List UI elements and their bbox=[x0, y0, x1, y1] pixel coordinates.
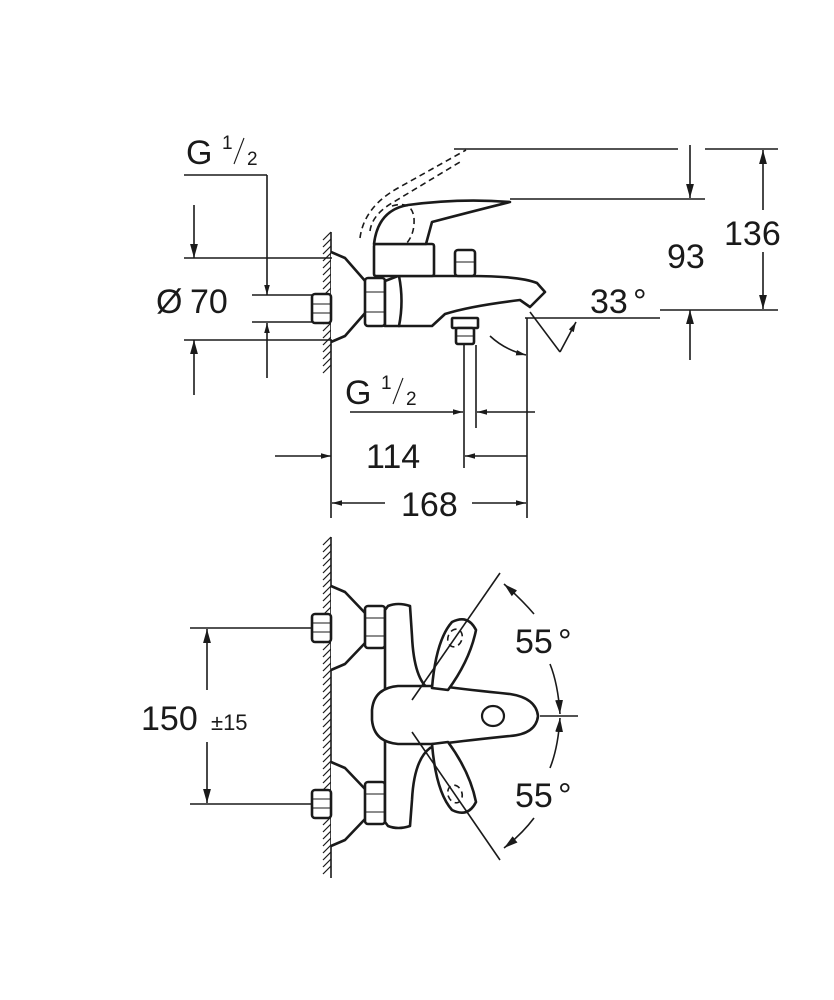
mixer-body-side bbox=[383, 274, 547, 328]
wall-hatch-line bbox=[322, 599, 332, 609]
wall-hatch-line bbox=[322, 683, 332, 693]
height-136-text: 136 bbox=[724, 215, 781, 253]
wall-hatch-line bbox=[322, 753, 332, 763]
diverter-knob-side bbox=[453, 248, 477, 278]
wall-hatch-line bbox=[322, 578, 332, 588]
lever-raised-outline bbox=[359, 149, 467, 245]
wall-hatch-line bbox=[322, 697, 332, 707]
wall-hatch-line bbox=[322, 865, 332, 875]
wall-hatch-line bbox=[322, 781, 332, 791]
wall-hatch-line bbox=[322, 760, 332, 770]
wall-hatch-line bbox=[322, 746, 332, 756]
wall-front bbox=[322, 536, 332, 878]
angle-upper-degree: ° bbox=[558, 623, 572, 661]
wall-hatch-line bbox=[322, 364, 332, 374]
wall-hatch-line bbox=[322, 273, 332, 283]
upper-connection bbox=[310, 584, 387, 672]
wall-hatch-line bbox=[322, 641, 332, 651]
wall-hatch-line bbox=[322, 322, 332, 332]
thread-bottom-den-text: 2 bbox=[406, 389, 417, 410]
thread-dimension-top: G 1 2 bbox=[184, 133, 312, 296]
front-view: 55 ° 55 ° 150 ±15 bbox=[141, 536, 578, 878]
thread-top-main-text: G bbox=[186, 134, 212, 172]
wall-hatch-line bbox=[322, 350, 332, 360]
wall-hatch-line bbox=[322, 767, 332, 777]
wall-hatch-line bbox=[322, 676, 332, 686]
wall-hatch-line bbox=[322, 357, 332, 367]
rotation-angle-dimensions: 55 ° 55 ° bbox=[411, 572, 578, 861]
wall-hatch-line bbox=[322, 844, 332, 854]
wall-flange-side bbox=[330, 250, 368, 344]
shower-outlet-side bbox=[450, 316, 480, 346]
wall-hatch-line bbox=[322, 823, 332, 833]
wall-hatch-line bbox=[322, 329, 332, 339]
lever-base-side bbox=[372, 242, 436, 278]
wall-hatch-line bbox=[322, 557, 332, 567]
height-dimensions: 93 136 bbox=[454, 145, 781, 360]
thread-bottom-num-text: 1 bbox=[381, 373, 392, 394]
wall-hatch-line bbox=[322, 343, 332, 353]
wall-hatch-line bbox=[322, 592, 332, 602]
diameter-dimension: Ø 70 bbox=[156, 205, 332, 395]
spacing-tolerance-text: ±15 bbox=[211, 710, 248, 735]
wall-hatch-line bbox=[322, 851, 332, 861]
width-168-text: 168 bbox=[401, 486, 458, 524]
lever-rotated-positions bbox=[430, 618, 478, 814]
lower-connection bbox=[310, 760, 387, 848]
hex-nut-side bbox=[363, 276, 387, 328]
wall-hatch-line bbox=[322, 662, 332, 672]
wall-hatch-line bbox=[322, 711, 332, 721]
wall-hatch-line bbox=[322, 669, 332, 679]
thread-bottom-main-text: G bbox=[345, 374, 371, 412]
wall-hatch-line bbox=[322, 648, 332, 658]
wall-hatch-line bbox=[322, 830, 332, 840]
wall-hatch-line bbox=[322, 655, 332, 665]
wall-hatch-line bbox=[322, 536, 332, 546]
wall-hatch-line bbox=[322, 739, 332, 749]
angle-upper-text: 55 bbox=[515, 623, 553, 661]
wall-hatch-line bbox=[322, 704, 332, 714]
width-dimensions: 114 168 bbox=[275, 318, 528, 524]
thread-top-den-text: 2 bbox=[247, 149, 258, 170]
lever-front bbox=[370, 684, 540, 746]
wall-hatch-line bbox=[322, 336, 332, 346]
wall-hatch-line bbox=[322, 266, 332, 276]
spout-angle-dimension: 33 ° bbox=[489, 283, 660, 356]
wall-hatch-line bbox=[322, 259, 332, 269]
inlet-spacing-dimension: 150 ±15 bbox=[141, 627, 312, 805]
side-view: G 1 2 Ø 70 93 136 bbox=[156, 133, 781, 524]
wall-hatch-line bbox=[322, 585, 332, 595]
wall-hatch-line bbox=[322, 718, 332, 728]
inlet-connector-side bbox=[310, 292, 333, 325]
diameter-value-text: 70 bbox=[190, 283, 228, 321]
angle-lower-degree: ° bbox=[558, 777, 572, 815]
wall-hatch-line bbox=[322, 571, 332, 581]
wall-hatch-line bbox=[322, 238, 332, 248]
thread-top-num-text: 1 bbox=[222, 133, 233, 154]
wall-hatch-line bbox=[322, 732, 332, 742]
wall-hatch-line bbox=[322, 245, 332, 255]
wall-hatch-line bbox=[322, 543, 332, 553]
wall-hatch-line bbox=[322, 837, 332, 847]
lever-side bbox=[372, 199, 512, 246]
width-114-text: 114 bbox=[366, 438, 420, 476]
wall-hatch-line bbox=[322, 774, 332, 784]
wall-hatch-line bbox=[322, 231, 332, 241]
wall-hatch-line bbox=[322, 725, 332, 735]
wall-hatch-line bbox=[322, 550, 332, 560]
spout-angle-text: 33 bbox=[590, 283, 628, 321]
height-93-text: 93 bbox=[667, 238, 705, 276]
diameter-symbol-text: Ø bbox=[156, 283, 182, 321]
wall-hatch-line bbox=[322, 564, 332, 574]
spacing-value-text: 150 bbox=[141, 700, 198, 738]
spout-angle-degree: ° bbox=[633, 283, 647, 321]
wall-hatch-line bbox=[322, 858, 332, 868]
wall-hatch-line bbox=[322, 690, 332, 700]
wall-hatch-line bbox=[322, 280, 332, 290]
angle-lower-text: 55 bbox=[515, 777, 553, 815]
thread-dimension-bottom: G 1 2 bbox=[345, 345, 535, 468]
wall-hatch-line bbox=[322, 252, 332, 262]
